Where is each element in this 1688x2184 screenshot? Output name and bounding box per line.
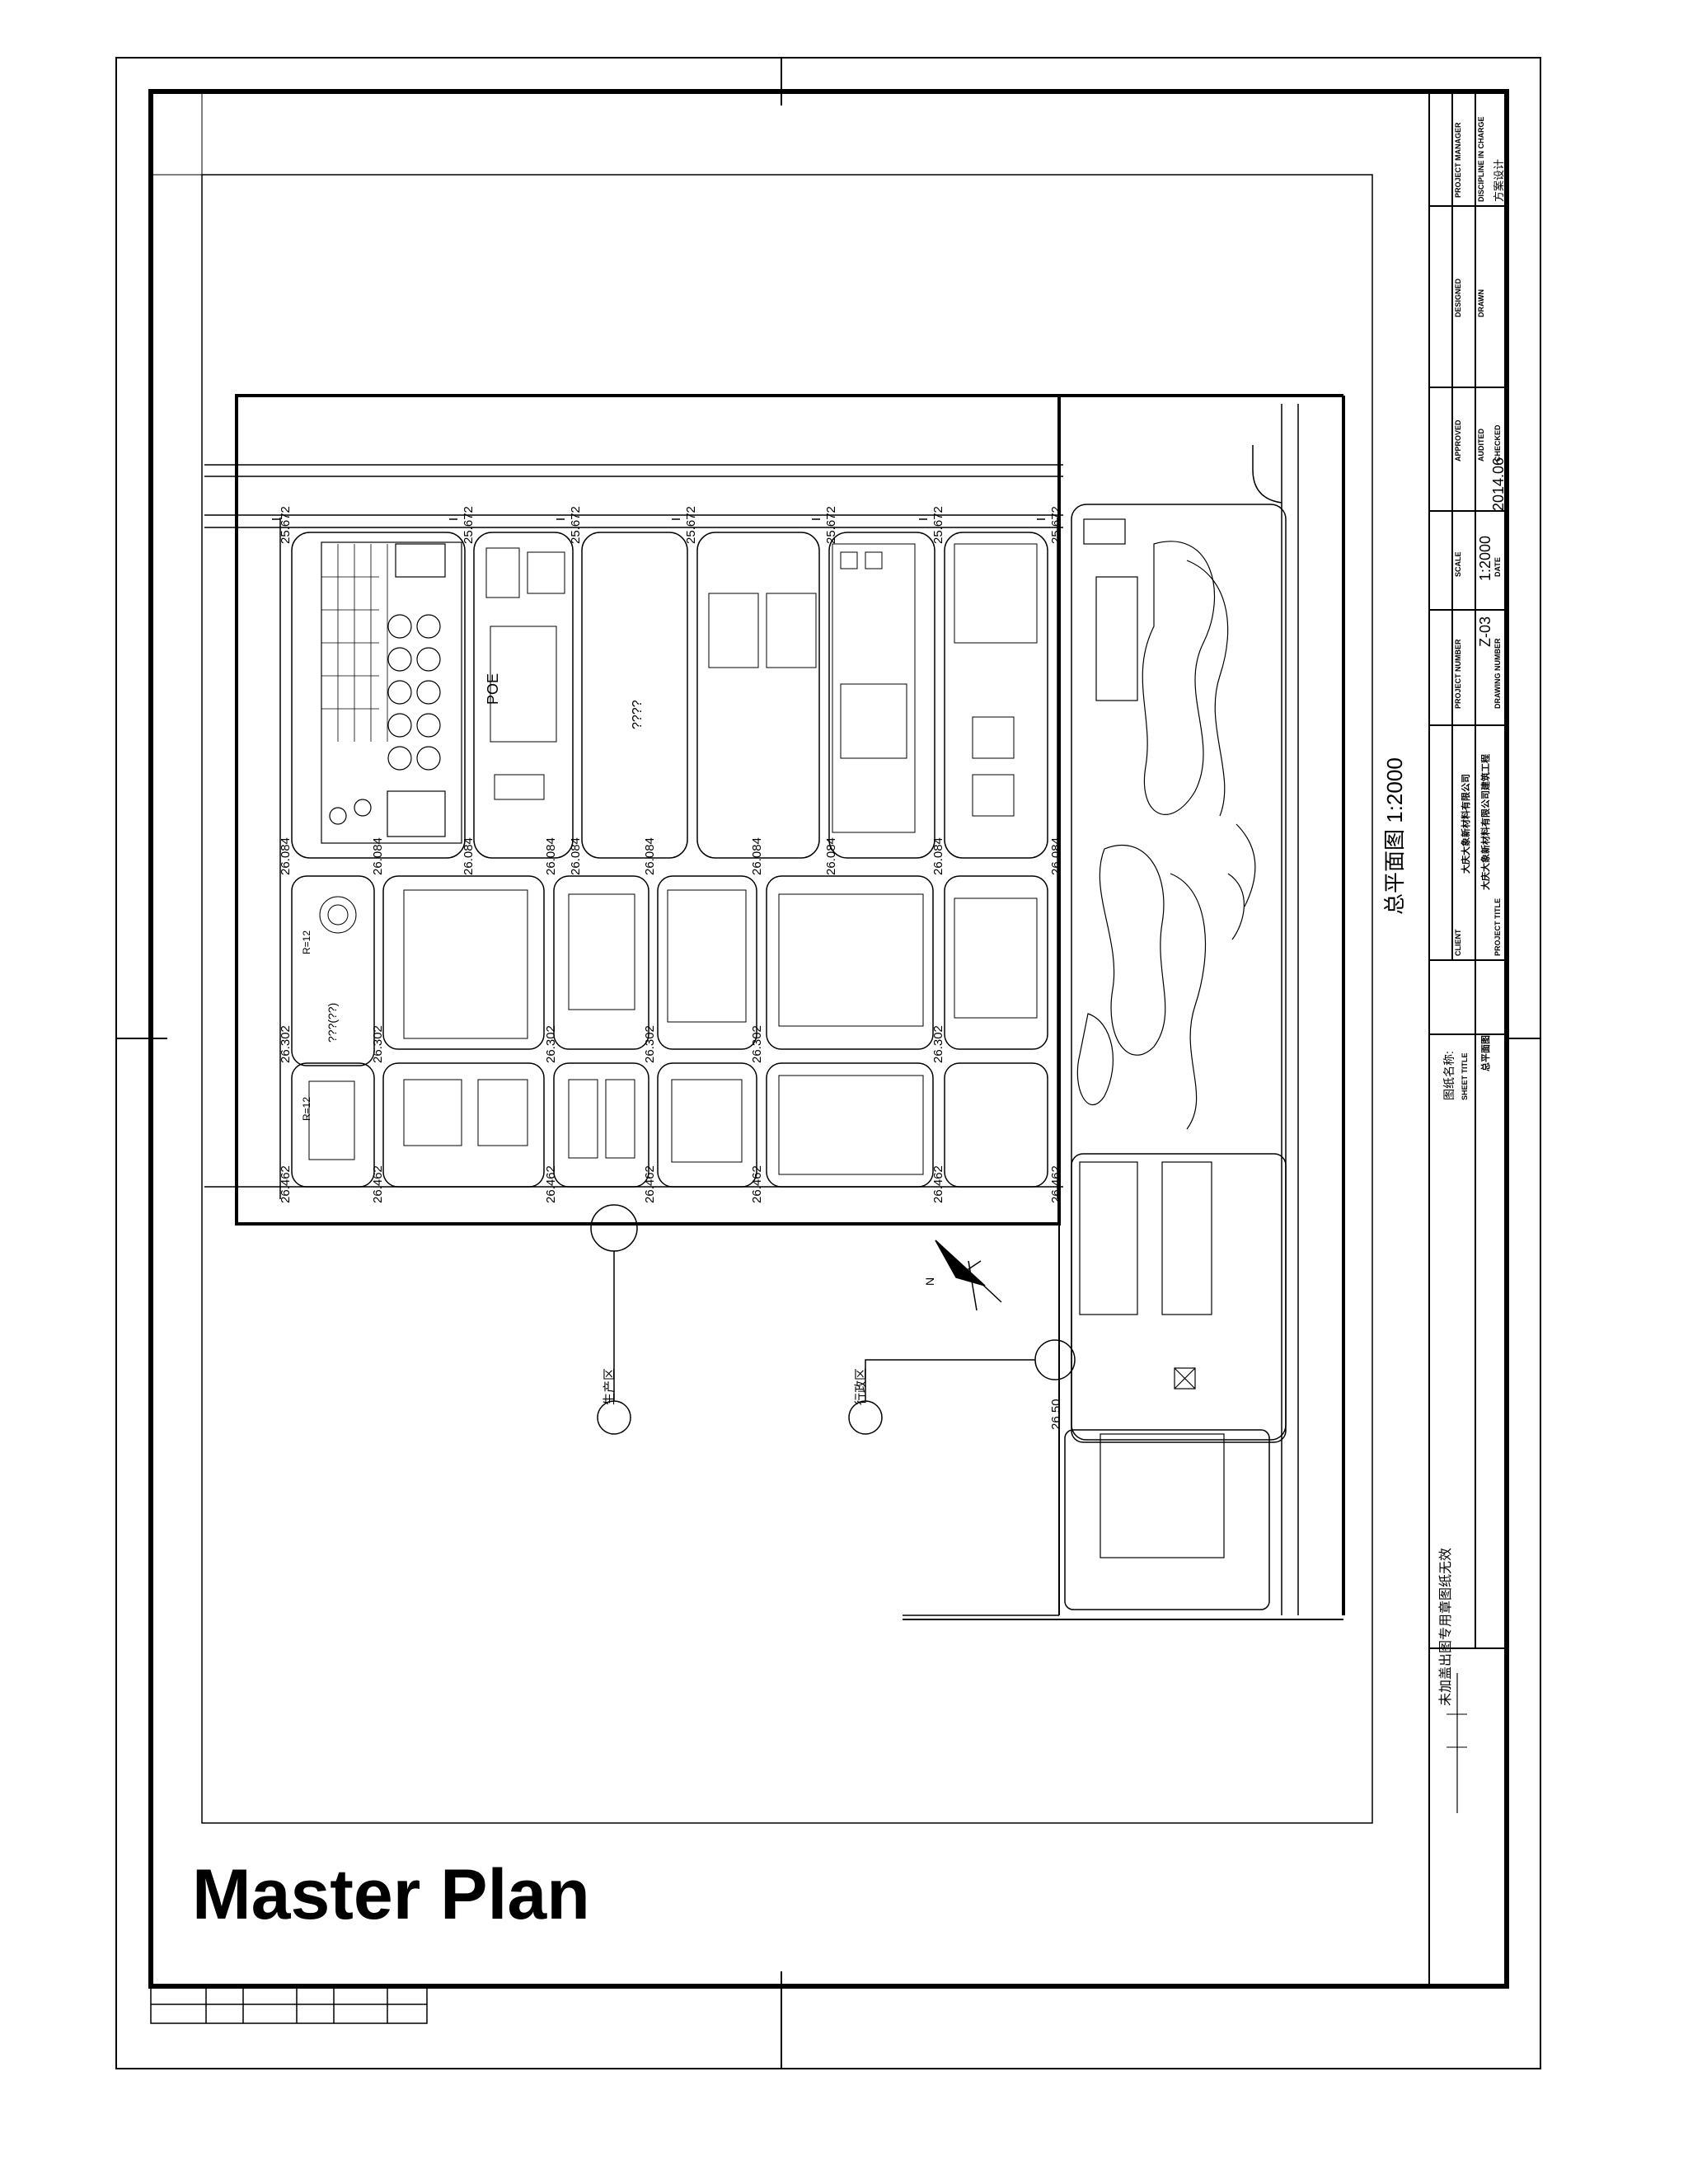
elevation-label: 26.084 bbox=[544, 837, 558, 875]
elevation-label: 25.672 bbox=[824, 506, 838, 544]
elevation-label: 26.084 bbox=[931, 837, 945, 875]
tb-discipline-text: DISCIPLINE IN CHARGE bbox=[1477, 116, 1485, 202]
elevation-label: 26.462 bbox=[544, 1165, 558, 1203]
landscape-park bbox=[1076, 518, 1256, 1558]
zone-markers bbox=[590, 1204, 1076, 1616]
elevation-label: 26.084 bbox=[569, 837, 583, 875]
tb-project-number: PROJECT NUMBER bbox=[1454, 639, 1462, 709]
elevation-label: 26.462 bbox=[750, 1165, 764, 1203]
tb-sheet-title-cn: 图纸名称: bbox=[1442, 1051, 1456, 1100]
tb-drawing-number-label: DRAWING NUMBER bbox=[1493, 638, 1502, 710]
tb-sheet-name: 总平面图 bbox=[1481, 1035, 1491, 1071]
elevation-label: 26.462 bbox=[931, 1165, 945, 1203]
production-zone-label: 生产区 bbox=[603, 1367, 617, 1405]
tb-client-label: CLIENT bbox=[1454, 929, 1462, 957]
tb-project-title-label: PROJECT TITLE bbox=[1493, 898, 1502, 956]
elevation-label: 26.302 bbox=[750, 1025, 764, 1063]
elevation-label: 26.084 bbox=[371, 837, 385, 875]
tb-date-value: 2014.06 bbox=[1490, 457, 1507, 511]
tb-sheet-title: SHEET TITLE bbox=[1461, 1052, 1469, 1100]
elevation-label: 25.672 bbox=[462, 506, 476, 544]
elevation-label: 26.462 bbox=[279, 1165, 293, 1203]
tb-project-manager: PROJECT MANAGER bbox=[1454, 122, 1462, 198]
tb-date-label: DATE bbox=[1493, 557, 1502, 577]
drawing-border bbox=[148, 89, 1509, 1989]
tb-scale-value: 1:2000 bbox=[1477, 535, 1493, 581]
tb-designed: DESIGNED bbox=[1454, 278, 1462, 317]
elevation-label: 25.672 bbox=[569, 506, 583, 544]
poe-label: POE bbox=[485, 673, 501, 705]
title-block bbox=[1428, 91, 1507, 1987]
tb-drawn: DRAWN bbox=[1477, 289, 1485, 317]
admin-zone-label: 行政区 bbox=[854, 1367, 868, 1405]
site-boundary bbox=[204, 394, 1345, 1620]
elevation-label: 26.084 bbox=[462, 837, 476, 875]
tb-project-name: 大庆大象新材料有限公司建筑工程 bbox=[1481, 754, 1491, 890]
elevation-label: 26.462 bbox=[371, 1165, 385, 1203]
elevation-label: 26.084 bbox=[750, 837, 764, 875]
tb-approved: APPROVED bbox=[1454, 419, 1462, 462]
elevation-label: 25.672 bbox=[1049, 506, 1063, 544]
tb-warning: 未加盖出图专用章图纸无效 bbox=[1439, 1547, 1453, 1706]
outer-trim-frame bbox=[115, 57, 1541, 2069]
north-arrow-icon bbox=[935, 1240, 1002, 1311]
radius-label: R=12 bbox=[301, 1096, 312, 1121]
elevation-label: 26.462 bbox=[643, 1165, 657, 1203]
north-label: N bbox=[923, 1277, 936, 1286]
revision-table bbox=[150, 1985, 428, 2024]
unknown-block2-label: ???(??) bbox=[326, 1002, 339, 1043]
tb-stage: 方案设计 bbox=[1493, 158, 1505, 202]
drawing-label: 总平面图 1:2000 bbox=[1378, 757, 1409, 915]
elevation-label: 26.084 bbox=[643, 837, 657, 875]
elevation-label: 26.50 bbox=[1049, 1399, 1063, 1430]
elevation-label: 25.672 bbox=[931, 506, 945, 544]
tb-audited: AUDITED bbox=[1477, 429, 1485, 462]
tb-scale-label: SCALE bbox=[1454, 551, 1462, 577]
elevation-label: 25.672 bbox=[279, 506, 293, 544]
unknown-block-label: ???? bbox=[631, 700, 645, 729]
drawing-label-text: 总平面图 bbox=[1382, 828, 1407, 915]
elevation-label: 26.302 bbox=[279, 1025, 293, 1063]
tb-drawing-number: Z-03 bbox=[1477, 616, 1493, 647]
elevation-label: 26.302 bbox=[643, 1025, 657, 1063]
tb-client-name: 大庆大象新材料有限公司 bbox=[1461, 774, 1471, 874]
sheet-heading: Master Plan bbox=[192, 1855, 590, 1934]
tb-checked: CHECKED bbox=[1493, 424, 1502, 462]
parcel-blocks bbox=[279, 518, 1058, 1199]
elevation-label: 26.302 bbox=[544, 1025, 558, 1063]
drawing-scale-text: 1:2000 bbox=[1382, 757, 1407, 823]
elevation-label: 26.462 bbox=[1049, 1165, 1063, 1203]
elevation-label: 26.084 bbox=[824, 837, 838, 875]
equipment-clusters bbox=[308, 543, 1038, 1175]
centering-marks bbox=[116, 58, 1540, 2069]
elevation-label: 26.084 bbox=[279, 837, 293, 875]
radius-label: R=12 bbox=[301, 930, 312, 954]
elevation-label: 26.302 bbox=[931, 1025, 945, 1063]
elevation-label: 26.302 bbox=[371, 1025, 385, 1063]
elevation-label: 25.672 bbox=[684, 506, 698, 544]
elevation-label: 26.084 bbox=[1049, 837, 1063, 875]
tank-farm bbox=[321, 541, 462, 844]
